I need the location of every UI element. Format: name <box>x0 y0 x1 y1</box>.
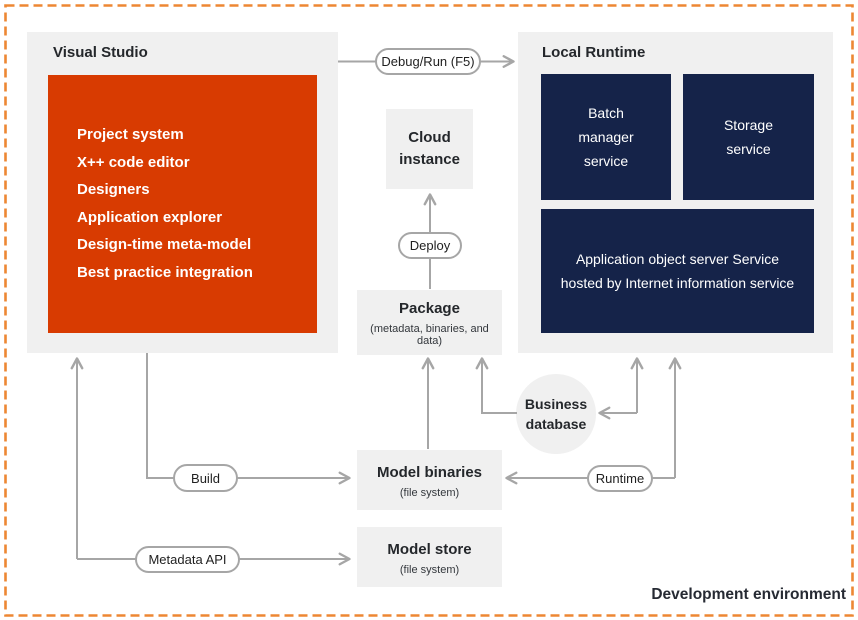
visual-studio-title: Visual Studio <box>53 44 148 61</box>
deploy-label: Deploy <box>409 238 451 253</box>
batch-manager-service-box: Batch manager service <box>541 74 671 200</box>
debug-run-pill: Debug/Run (F5) <box>375 48 481 75</box>
business-database-node: Business database <box>516 374 596 454</box>
visual-studio-features-box: Project system X++ code editor Designers… <box>48 75 317 333</box>
feature-best-practice-integration: Best practice integration <box>77 263 253 281</box>
runtime-pill: Runtime <box>587 465 653 492</box>
metadata-api-label: Metadata API <box>148 552 227 567</box>
aos-label-line-1: Application object server Service <box>575 251 780 267</box>
debug-run-label: Debug/Run (F5) <box>381 54 475 69</box>
storage-service-box: Storage service <box>683 74 814 200</box>
arrow-build <box>146 353 351 485</box>
aos-label-line-2: hosted by Internet information service <box>560 275 795 291</box>
feature-design-time-meta-model: Design-time meta-model <box>77 236 252 253</box>
build-pill: Build <box>173 464 238 492</box>
model-store-sublabel: (file system) <box>399 563 460 576</box>
model-store-label: Model store <box>387 540 472 558</box>
feature-application-explorer: Application explorer <box>77 208 223 226</box>
runtime-label: Runtime <box>595 471 645 486</box>
package-sublabel: (metadata, binaries, and data) <box>370 323 489 347</box>
batch-manager-service-label: Batch manager service <box>578 105 634 169</box>
feature-designers: Designers <box>77 181 150 198</box>
model-binaries-label: Model binaries <box>376 463 483 481</box>
cloud-instance-node: Cloud instance <box>386 109 473 189</box>
business-database-label: Business database <box>524 396 588 432</box>
model-binaries-node: Model binaries (file system) <box>357 450 502 510</box>
model-binaries-sublabel: (file system) <box>399 486 460 499</box>
development-environment-label: Development environment <box>651 586 846 603</box>
package-label: Package <box>399 300 460 317</box>
model-store-node: Model store (file system) <box>357 527 502 587</box>
cloud-instance-label: Cloud instance <box>399 129 460 168</box>
local-runtime-title: Local Runtime <box>542 44 646 61</box>
application-object-server-box: Application object server Service hosted… <box>541 209 814 333</box>
package-node: Package (metadata, binaries, and data) <box>357 290 502 355</box>
metadata-api-pill: Metadata API <box>135 546 240 573</box>
deploy-pill: Deploy <box>398 232 462 259</box>
arrow-database-to-package <box>475 357 517 414</box>
storage-service-label: Storage service <box>723 117 774 157</box>
feature-project-system: Project system <box>77 126 184 143</box>
build-label: Build <box>191 470 220 486</box>
application-object-server-label: Application object server Service hosted… <box>561 247 794 295</box>
feature-xpp-code-editor: X++ code editor <box>77 153 190 171</box>
